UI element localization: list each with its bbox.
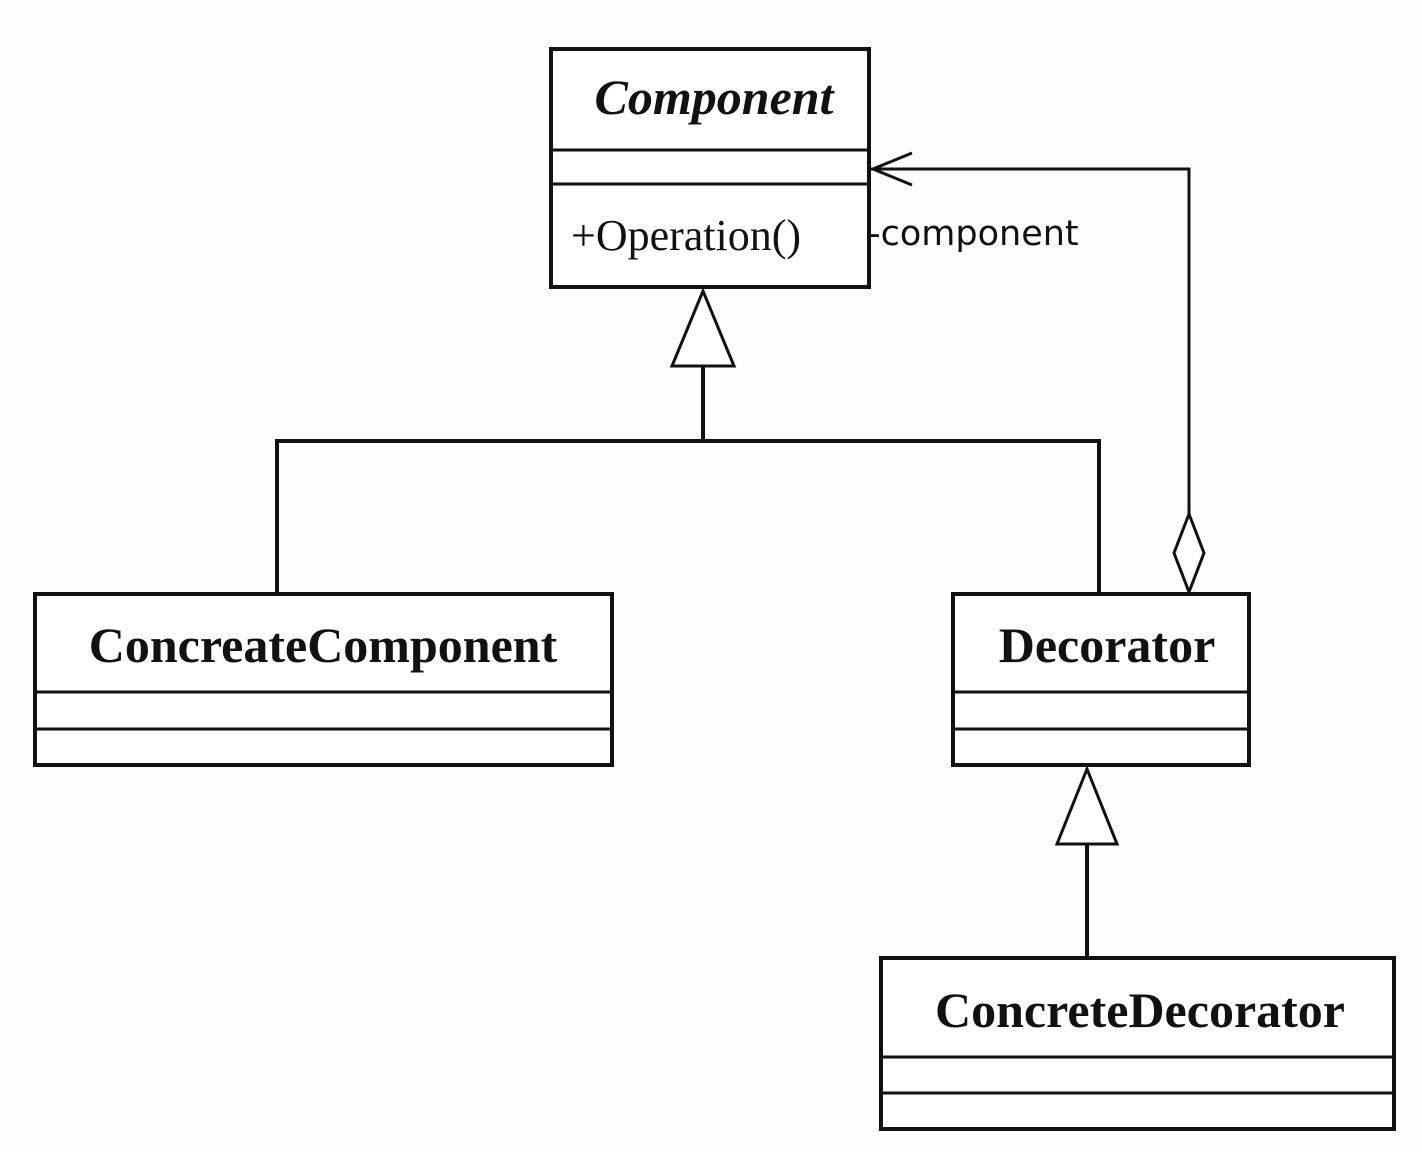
class-concreate-component-name: ConcreateComponent	[89, 617, 558, 673]
class-component-box	[549, 47, 871, 289]
class-decorator[interactable]: Decorator	[951, 592, 1251, 767]
class-concrete-decorator-box	[879, 956, 1396, 1131]
class-decorator-name: Decorator	[999, 617, 1216, 673]
generalization-to-component	[275, 287, 1101, 592]
class-concrete-decorator-name: ConcreteDecorator	[935, 982, 1345, 1038]
class-component[interactable]: Component +Operation()	[549, 47, 871, 289]
generalization-branch-line	[275, 439, 1101, 592]
aggregation-role-label: -component	[868, 214, 1079, 254]
class-decorator-box	[951, 592, 1251, 767]
class-concrete-decorator[interactable]: ConcreteDecorator	[879, 956, 1396, 1131]
class-component-name: Component	[595, 69, 836, 125]
generalization-arrowhead-icon	[669, 287, 737, 368]
aggregation-diamond-icon	[1172, 509, 1206, 597]
aggregation-open-arrowhead-icon	[869, 151, 913, 187]
generalization-to-decorator	[1054, 764, 1120, 956]
aggregation-line	[871, 167, 1191, 514]
class-concreate-component[interactable]: ConcreateComponent	[33, 592, 614, 767]
generalization-decorator-arrowhead-icon	[1054, 764, 1120, 846]
aggregation-decorator-component: -component	[868, 151, 1206, 597]
class-concreate-component-box	[33, 592, 614, 767]
class-component-operation: +Operation()	[571, 211, 801, 260]
